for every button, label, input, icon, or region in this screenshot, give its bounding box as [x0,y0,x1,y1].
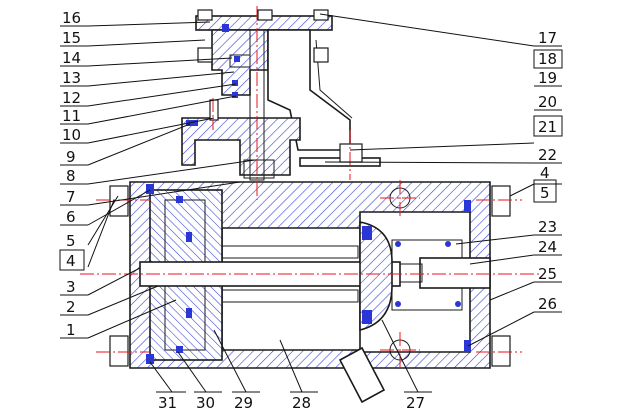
callout-3: 3 [66,278,76,296]
callout-14: 14 [62,49,81,67]
callout-20: 20 [538,93,557,111]
callout-4-right: 4 [540,164,550,182]
callout-23: 23 [538,218,557,236]
callout-6: 6 [66,208,76,226]
callout-13: 13 [62,69,81,87]
callout-12: 12 [62,89,81,107]
callout-1: 1 [66,321,76,339]
callout-28: 28 [292,394,311,412]
callout-26: 26 [538,295,557,313]
callout-11: 11 [62,107,81,125]
callout-7: 7 [66,188,76,206]
callout-31: 31 [158,394,177,412]
callout-24: 24 [538,238,557,256]
callout-18: 18 [538,50,557,68]
callout-9: 9 [66,148,76,166]
callout-8: 8 [66,167,76,185]
callout-21: 21 [538,118,557,136]
callout-5-left: 5 [66,232,76,250]
callout-labels: 16 15 14 13 12 11 10 9 8 7 6 5 4 3 2 1 1… [62,9,557,412]
top-actuator [181,15,381,181]
callout-10: 10 [62,126,81,144]
callout-5-right: 5 [540,184,550,202]
callout-19: 19 [538,69,557,87]
callout-22: 22 [538,146,557,164]
fasteners [109,9,511,404]
callout-4-left: 4 [66,252,76,270]
callout-2: 2 [66,298,76,316]
callout-16: 16 [62,9,81,27]
leader-lines [87,13,535,393]
label-underlines [59,25,563,393]
callout-29: 29 [234,394,253,412]
seal-rings [146,24,471,364]
callout-17: 17 [538,29,557,47]
callout-27: 27 [406,394,425,412]
callout-25: 25 [538,265,557,283]
callout-30: 30 [196,394,215,412]
callout-15: 15 [62,29,81,47]
